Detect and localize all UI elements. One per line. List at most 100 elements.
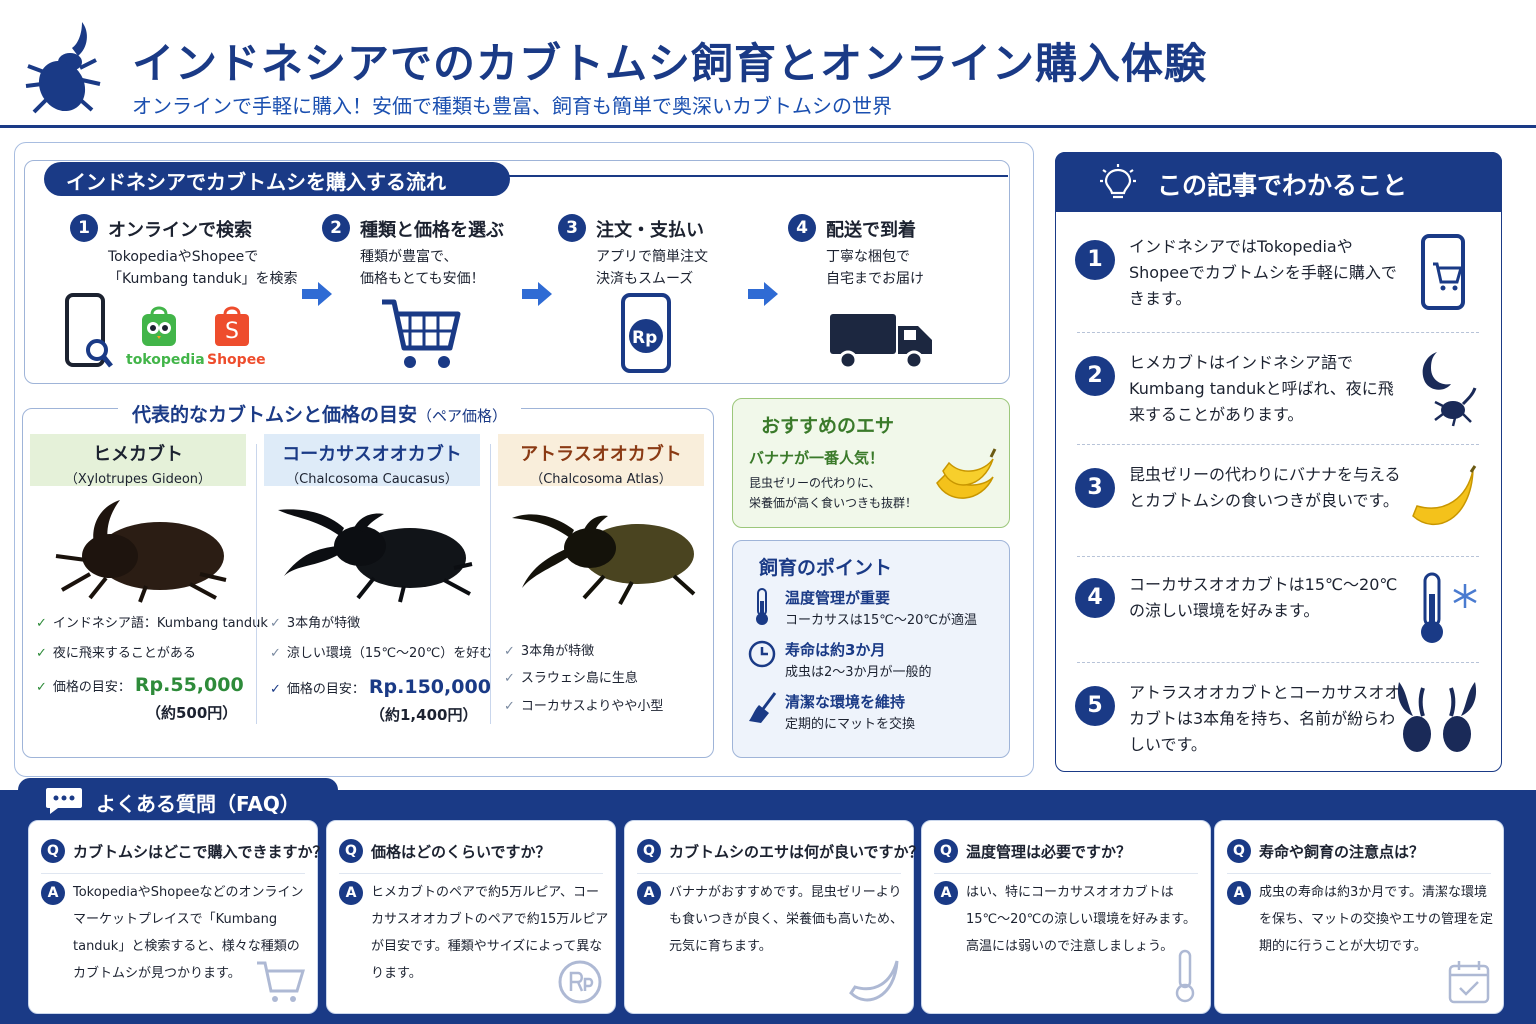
faq-tab — [18, 778, 338, 822]
purchase-flow-title: インドネシアでカブトムシを購入する流れ — [44, 162, 510, 196]
faq-question: カブトムシはどこで購入できますか？ — [73, 843, 328, 861]
beetle-point: ✓3本角が特徴 — [504, 644, 595, 659]
tokopedia-logo-icon — [142, 306, 176, 346]
faq-title: よくある質問（FAQ） — [96, 792, 300, 816]
moon-beetle-icon — [1422, 352, 1477, 427]
beetle-price-title: 代表的なカブトムシと価格の目安（ペア価格） — [118, 400, 522, 427]
hime-kabuto-beetle-image — [55, 500, 227, 603]
beetle-point: ✓インドネシア語：Kumbang tanduk — [36, 616, 268, 631]
beetle-price: ✓価格の目安：Rp.55,000 — [36, 674, 244, 696]
shopping-cart-icon — [382, 299, 461, 368]
article-summary-title: この記事でわかること — [1157, 171, 1408, 200]
two-beetles-icon — [1397, 682, 1477, 752]
faq-answer: バナナがおすすめです。昆虫ゼリーよりも食いつきが良く、栄養価も高いため、元気に育… — [669, 885, 904, 954]
step-number: 3 — [558, 214, 586, 242]
lightbulb-icon — [1100, 164, 1136, 199]
broom-icon — [749, 692, 777, 723]
beetle-price: ✓価格の目安：Rp.150,000 — [270, 676, 491, 698]
care-item-clean: 清潔な環境を維持 定期的にマットを交換 — [747, 691, 997, 737]
care-item-temperature: 温度管理が重要 コーカサスは15℃〜20℃が適温 — [747, 587, 997, 633]
food-title: おすすめのエサ — [761, 415, 895, 437]
summary-item-1: 1 インドネシアではTokopediaやShopeeでカブトムシを手軽に購入でき… — [1075, 234, 1485, 344]
smartphone-search-icon — [65, 293, 113, 368]
flow-title-rule — [500, 175, 1008, 177]
thermometer-watermark-icon — [1175, 949, 1195, 1003]
step-title: 種類と価格を選ぶ — [360, 220, 504, 241]
thermometer-icon — [756, 588, 768, 625]
faq-question: 寿命や飼育の注意点は？ — [1259, 843, 1425, 861]
cart-watermark-icon — [257, 961, 305, 1002]
smartphone-cart-icon — [1421, 234, 1465, 310]
article-summary-panel — [1055, 152, 1502, 772]
food-desc: 昆虫ゼリーの代わりに、栄養価が高く食いつきも抜群！ — [749, 476, 918, 510]
beetle-price-yen: （約1,400円） — [370, 706, 478, 724]
step-title: 配送で到着 — [826, 220, 916, 241]
beetle-logo-icon — [25, 22, 101, 114]
beetle-name-header: アトラスオオカブト （Chalcosoma Atlas） — [498, 434, 704, 487]
step-desc: 丁寧な梱包で自宅までお届け — [826, 249, 924, 287]
summary-divider — [1077, 444, 1479, 445]
step-desc: TokopediaやShopeeで「Kumbang tanduk」を検索 — [108, 249, 298, 287]
faq-answer: ヒメカブトのペアで約5万ルピア、コーカサスオオカブトのペアで約15万ルピアが目安… — [371, 885, 609, 981]
thermometer-snowflake-icon — [1421, 572, 1477, 643]
smartphone-payment-icon — [621, 293, 671, 373]
caucasus-beetle-image — [278, 509, 473, 603]
summary-item-4: 4 コーカサスオオカブトは15℃〜20℃の涼しい環境を好みます。 — [1075, 572, 1485, 682]
rupiah-label: Rp — [632, 328, 658, 348]
care-title: 飼育のポイント — [759, 557, 893, 579]
banana-icon — [936, 448, 997, 499]
beetle-price-yen: （約500円） — [146, 704, 238, 722]
banana-watermark-icon — [849, 960, 899, 1002]
header: インドネシアでのカブトムシ飼育とオンライン購入体験 オンラインで手軽に購入！安価… — [0, 0, 1536, 128]
article-summary-header: この記事でわかること — [1055, 152, 1502, 212]
atlas-beetle-image — [512, 514, 696, 605]
beetle-name-header: ヒメカブト （Xylotrupes Gideon） — [30, 434, 246, 487]
arrow-right-icon — [302, 282, 332, 306]
arrow-right-icon — [522, 282, 552, 306]
step-number: 2 — [322, 214, 350, 242]
delivery-truck-icon — [830, 314, 932, 370]
faq-question: 温度管理は必要ですか？ — [966, 843, 1132, 861]
flow-step-2: 2 種類と価格を選ぶ 種類が豊富で、価格もとても安価！ — [322, 212, 552, 372]
step-title: オンラインで検索 — [108, 220, 252, 241]
summary-item-3: 3 昆虫ゼリーの代わりにバナナを与えるとカブトムシの食いつきが良いです。 — [1075, 462, 1485, 572]
column-divider — [256, 444, 257, 724]
arrow-right-icon — [748, 282, 778, 306]
summary-item-2: 2 ヒメカブトはインドネシア語でKumbang tandukと呼ばれ、夜に飛来す… — [1075, 350, 1485, 460]
step-desc: 種類が豊富で、価格もとても安価！ — [360, 249, 485, 287]
tokopedia-label: tokopedia — [126, 352, 205, 368]
faq-question: カブトムシのエサは何が良いですか？ — [669, 843, 924, 861]
step-title: 注文・支払い — [596, 220, 704, 241]
svg-text:S: S — [225, 319, 239, 344]
step-number: 1 — [70, 214, 98, 242]
faq-question: 価格はどのくらいですか？ — [371, 843, 551, 861]
flow-step-1: 1 オンラインで検索 TokopediaやShopeeで「Kumbang tan… — [70, 212, 300, 372]
recommended-food-panel: おすすめのエサ バナナが一番人気！ 昆虫ゼリーの代わりに、栄養価が高く食いつきも… — [732, 398, 1010, 528]
page-title: インドネシアでのカブトムシ飼育とオンライン購入体験 — [132, 39, 1208, 88]
summary-item-5: 5 アトラスオオカブトとコーカサスオオカブトは3本角を持ち、名前が紛らわしいです… — [1075, 680, 1485, 790]
page-subtitle: オンラインで手軽に購入！安価で種類も豊富、飼育も簡単で奥深いカブトムシの世界 — [132, 94, 892, 118]
flow-step-3: 3 注文・支払い アプリで簡単注文決済もスムーズ — [558, 212, 788, 372]
faq-answer: はい、特にコーカサスオオカブトは15℃〜20℃の涼しい環境を好みます。高温には弱… — [966, 885, 1196, 954]
beetle-point: ✓3本角が特徴 — [270, 616, 361, 631]
summary-divider — [1077, 556, 1479, 557]
summary-divider — [1077, 332, 1479, 333]
beetle-point: ✓コーカサスよりやや小型 — [504, 699, 664, 714]
beetle-point: ✓スラウェシ島に生息 — [504, 671, 638, 686]
shopee-label: Shopee — [207, 352, 266, 368]
beetle-card-caucasus: コーカサスオオカブト （Chalcosoma Caucasus） ✓3本角が特徴… — [264, 434, 492, 744]
faq-answer: TokopediaやShopeeなどのオンラインマーケットプレイスで「Kumba… — [73, 885, 304, 981]
food-subtitle: バナナが一番人気！ — [749, 449, 885, 467]
care-points-panel: 飼育のポイント 温度管理が重要 コーカサスは15℃〜20℃が適温 寿命は約3か月… — [732, 540, 1010, 758]
flow-step-4: 4 配送で到着 丁寧な梱包で自宅までお届け — [788, 212, 1018, 372]
banana-icon — [1412, 465, 1477, 526]
faq-answer: 成虫の寿命は約3か月です。清潔な環境を保ち、マットの交換やエサの管理を定期的に行… — [1259, 885, 1494, 954]
beetle-point: ✓涼しい環境（15℃〜20℃）を好む — [270, 646, 493, 661]
step-number: 4 — [788, 214, 816, 242]
care-item-lifespan: 寿命は約3か月 成虫は2〜3か月が一般的 — [747, 639, 997, 685]
calendar-check-watermark-icon — [1448, 961, 1490, 1004]
clock-icon — [748, 640, 776, 668]
